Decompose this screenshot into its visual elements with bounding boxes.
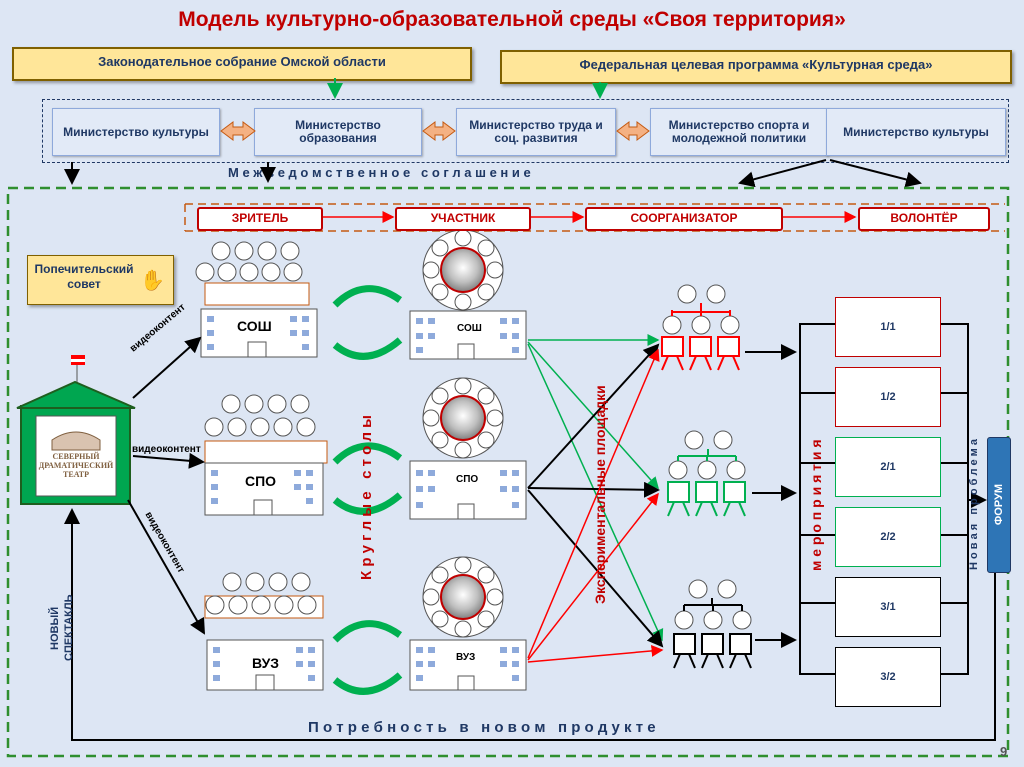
page-number: 9 (1000, 744, 1008, 759)
school-building-2 (204, 462, 324, 516)
label-vuz: ВУЗ (252, 655, 280, 671)
round-table-1 (422, 229, 504, 311)
ministry-culture-2: Министерство культуры (826, 108, 1006, 156)
audience-group-2 (204, 394, 328, 464)
label-spo: СПО (245, 473, 277, 489)
theatre-sign: СЕВЕРНЫЙ ДРАМАТИЧЕСКИЙ ТЕАТР (38, 452, 114, 479)
audience-group-3 (204, 572, 324, 619)
theatre-building (16, 355, 136, 505)
handshake-icon: ✋ (140, 270, 165, 292)
stage-volunteer: ВОЛОНТЁР (858, 207, 990, 231)
stage-participant: УЧАСТНИК (395, 207, 531, 231)
page-title: Модель культурно-образовательной среды «… (178, 8, 846, 31)
school-building-3 (206, 639, 324, 691)
round-tables-label: К р у г л ы е с т о л ы (358, 415, 375, 581)
partner-building-2 (409, 460, 527, 520)
partner-building-3 (409, 639, 527, 691)
forum-box: ФОРУМ (987, 437, 1011, 573)
ministry-culture-1: Министерство культуры (52, 108, 220, 156)
stage-co-organizer: СООРГАНИЗАТОР (585, 207, 783, 231)
experimental-sites-label: Экспериментальные площадки (592, 385, 608, 605)
ministry-labor: Министерство труда и соц. развития (456, 108, 616, 156)
school-building-1 (200, 308, 318, 358)
video-label-2: видеоконтент (132, 444, 201, 455)
interagency-agreement: М е ж в е д о м с т в е н н о е с о г л … (228, 165, 531, 180)
label-spo-small: СПО (456, 474, 479, 485)
event-3-1: 3/1 (835, 577, 941, 637)
feedback-loop-line (64, 508, 996, 741)
trustees-label: Попечительский совет (34, 262, 134, 291)
event-1-2: 1/2 (835, 367, 941, 427)
legislative-assembly-box: Законодательное собрание Омской области (12, 47, 472, 81)
round-table-3 (422, 556, 504, 638)
new-play-label: НОВЫЙ СПЕКТАКЛЬ (49, 594, 75, 662)
ministry-education: Министерство образования (254, 108, 422, 156)
event-3-2: 3/2 (835, 647, 941, 707)
events-label: м е р о п р и я т и я (808, 439, 824, 571)
partner-building-1 (409, 310, 527, 360)
cycle-arrows-1 (332, 285, 403, 360)
org-tree-red (661, 284, 740, 371)
cycle-arrows-2 (332, 442, 403, 515)
federal-program-box: Федеральная целевая программа «Культурна… (500, 50, 1012, 84)
ministry-sport: Министерство спорта и молодежной политик… (650, 108, 828, 156)
ministry-link-arrows (220, 121, 650, 141)
round-table-2 (422, 377, 504, 459)
event-2-1: 2/1 (835, 437, 941, 497)
crossing-arrows (527, 334, 664, 663)
ministries-frame (42, 99, 1009, 163)
event-2-2: 2/2 (835, 507, 941, 567)
audience-group-1 (195, 241, 310, 306)
trustees-board: Попечительский совет ✋ (27, 255, 174, 305)
label-vuz-small: ВУЗ (456, 652, 476, 663)
org-tree-green (667, 430, 746, 517)
new-problem-label: Н о в а я п р о б л е м а (968, 439, 980, 571)
stage-viewer: ЗРИТЕЛЬ (197, 207, 323, 231)
label-sosh-small: СОШ (457, 323, 482, 334)
event-1-1: 1/1 (835, 297, 941, 357)
org-tree-black (673, 579, 752, 669)
forum-label: ФОРУМ (993, 484, 1005, 526)
bottom-need-label: П о т р е б н о с т ь в н о в о м п р о … (308, 719, 656, 736)
label-sosh: СОШ (237, 318, 272, 334)
cycle-arrows-3 (332, 620, 403, 695)
